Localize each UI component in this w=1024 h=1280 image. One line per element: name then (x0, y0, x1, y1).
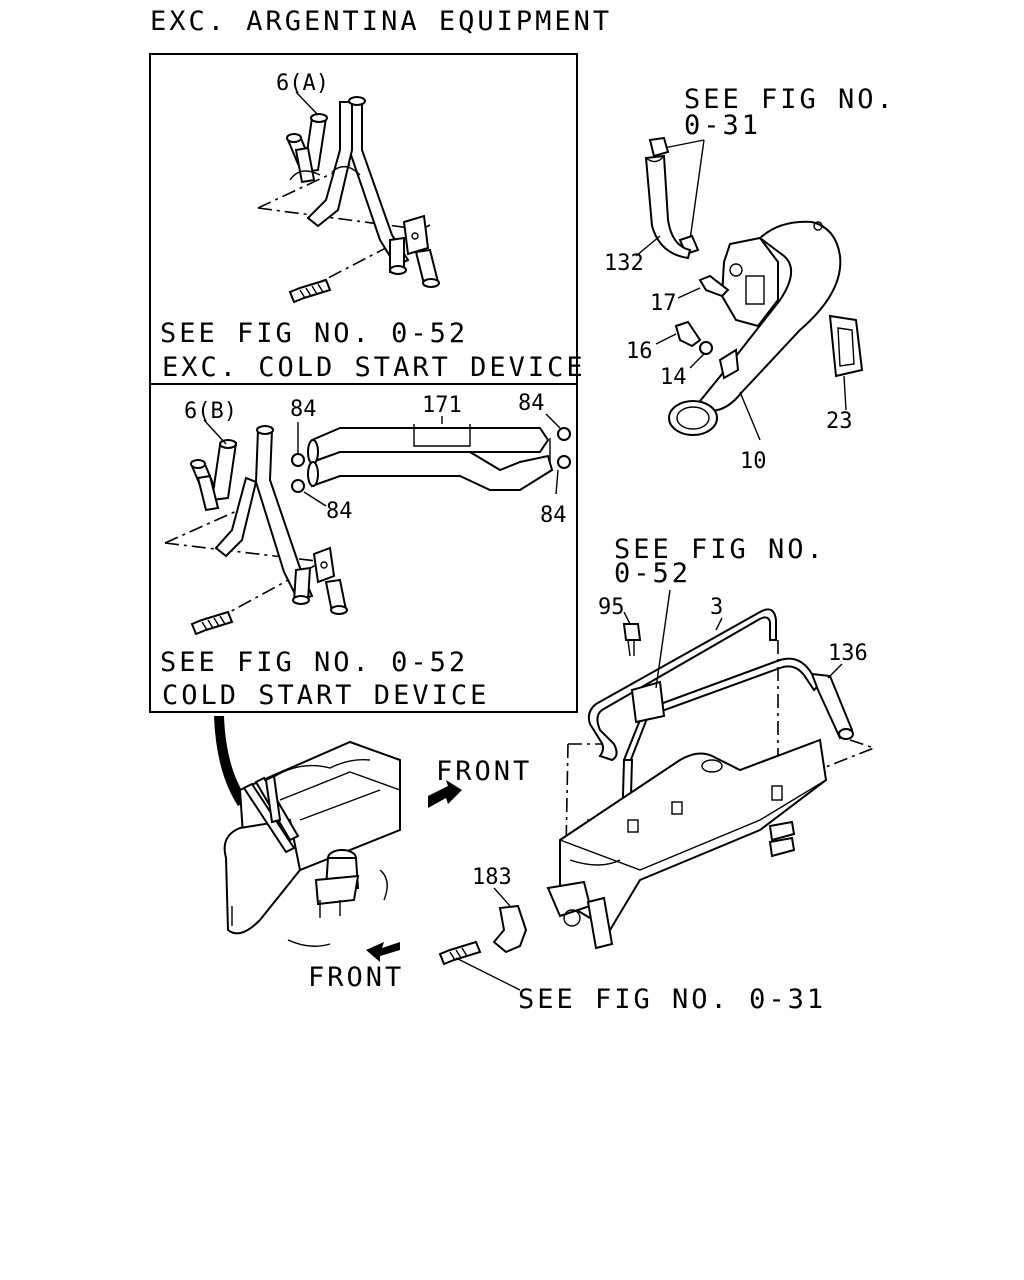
ref-fig-0-52-top: SEE FIG NO. 0-52 (160, 318, 468, 349)
front-label-lower: FRONT (308, 962, 404, 993)
part-label-23: 23 (826, 409, 853, 434)
part-label-6b: 6(B) (184, 399, 237, 424)
part-label-14: 14 (660, 365, 687, 390)
part-label-136: 136 (828, 641, 868, 666)
part-label-10: 10 (740, 449, 767, 474)
water-pipe-group (438, 589, 877, 991)
part-label-183: 183 (472, 865, 512, 890)
engine-overview (214, 716, 462, 962)
part-label-6a: 6(A) (276, 71, 329, 96)
note-cold-start: COLD START DEVICE (162, 680, 489, 711)
part-label-132: 132 (604, 251, 644, 276)
part-label-95: 95 (598, 595, 625, 620)
diagram-title: EXC. ARGENTINA EQUIPMENT (150, 6, 612, 37)
part-label-84-c: 84 (326, 499, 353, 524)
note-exc-cold-start: EXC. COLD START DEVICE (162, 352, 586, 383)
ref-fig-0-52-bottom: SEE FIG NO. 0-52 (160, 647, 468, 678)
part-label-3: 3 (710, 595, 723, 620)
part-label-171: 171 (422, 393, 462, 418)
front-label-upper: FRONT (436, 756, 532, 787)
pipe-assembly-6b (164, 413, 571, 636)
ref-fig-0-31-upper-line1: SEE FIG NO. (684, 84, 896, 115)
part-label-84-d: 84 (540, 503, 567, 528)
thermostat-housing-group (635, 136, 864, 441)
part-label-17: 17 (650, 291, 677, 316)
inset-frame-bottom (149, 383, 578, 713)
part-label-84-b: 84 (518, 391, 545, 416)
ref-fig-0-52-lower-line2: 0-52 (614, 558, 691, 589)
pipe-assembly-6a (257, 91, 440, 304)
ref-fig-0-52-lower-line1: SEE FIG NO. (614, 534, 826, 565)
part-label-16: 16 (626, 339, 653, 364)
ref-fig-0-31-bottom: SEE FIG NO. 0-31 (518, 984, 826, 1015)
ref-fig-0-31-upper-line2: 0-31 (684, 110, 761, 141)
part-label-84-a: 84 (290, 397, 317, 422)
